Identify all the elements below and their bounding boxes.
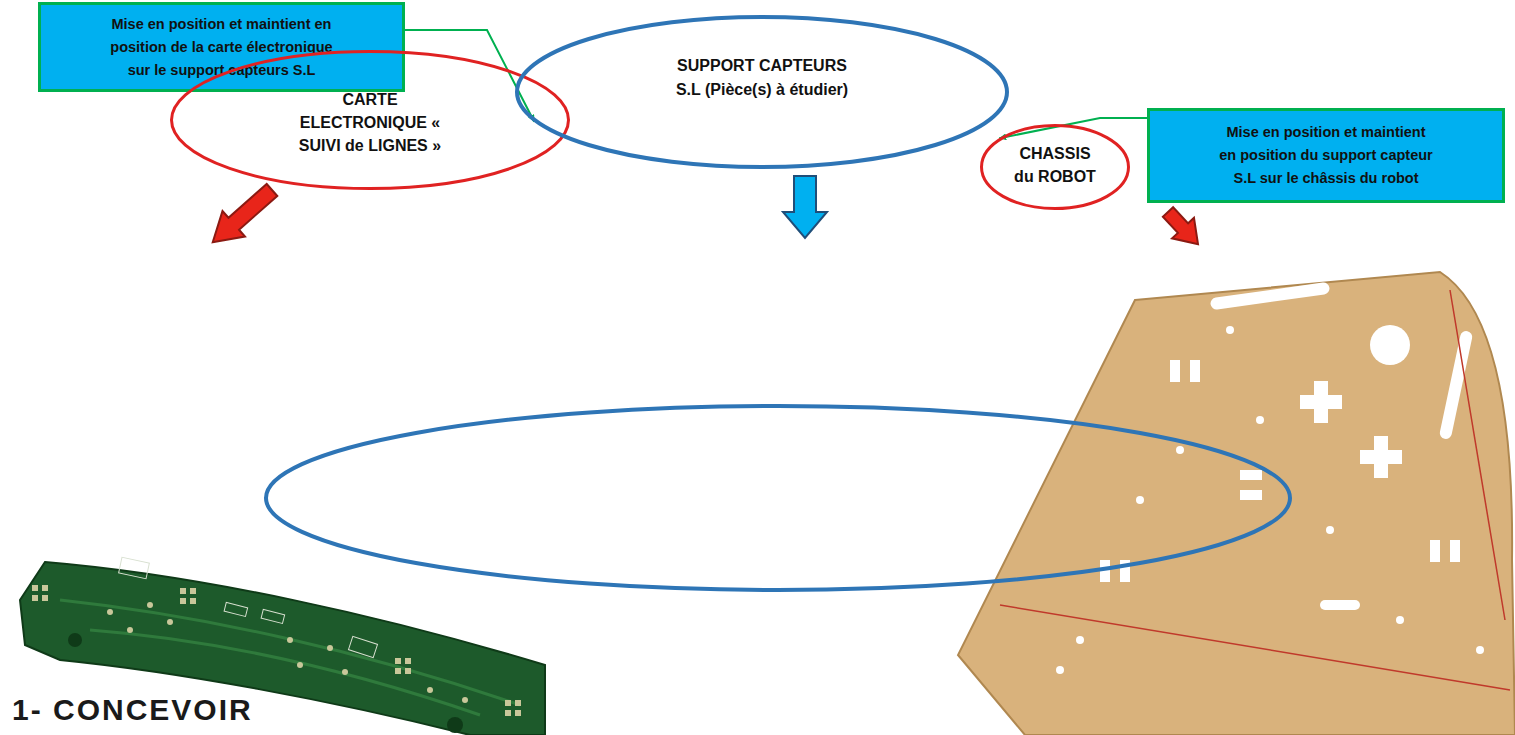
section-heading-holder: 1- CONCEVOIR (12, 693, 253, 728)
studied-part-ellipse: SUPPORT CAPTEURS S.L (Pièce(s) à étudier… (515, 15, 1009, 169)
callout-box: Mise en position et maintient en positio… (38, 2, 405, 92)
chassis-plate (958, 272, 1515, 735)
pcb-hole (447, 717, 463, 733)
pcb-silkscreen (119, 557, 378, 657)
result-ellipse (266, 406, 1290, 590)
leader-arrow (405, 30, 534, 122)
part-ellipse: CHASSIS du ROBOT (980, 124, 1130, 210)
block-arrow (1157, 202, 1209, 255)
box-shape (1149, 110, 1504, 202)
callout-text: Mise en position et maintient en positio… (1218, 121, 1434, 190)
chassis-guide-line (1000, 290, 1510, 690)
pcb-hole (68, 633, 82, 647)
chassis-outline (958, 272, 1515, 735)
part-ellipse: CARTE ELECTRONIQUE « SUIVI de LIGNES » (170, 50, 570, 190)
callout-text: Mise en position et maintient en positio… (109, 13, 334, 82)
block-arrow (783, 176, 827, 238)
part-name: CARTE ELECTRONIQUE « SUIVI de LIGNES » (298, 88, 443, 157)
chassis-holes (1056, 282, 1484, 674)
ellipse-shape (517, 17, 1007, 167)
part-name: SUPPORT CAPTEURS S.L (Pièce(s) à étudier… (675, 54, 850, 102)
pcb-track (60, 600, 520, 705)
part-name: CHASSIS du ROBOT (1013, 142, 1097, 188)
block-arrow (201, 177, 283, 255)
ellipse-outline (980, 124, 1130, 210)
ellipse-shape (982, 126, 1129, 209)
section-heading: 1- CONCEVOIR (12, 693, 253, 728)
ellipse-shape (172, 52, 569, 189)
box-shape (40, 4, 404, 91)
callout-box: Mise en position et maintient en positio… (1147, 108, 1505, 203)
